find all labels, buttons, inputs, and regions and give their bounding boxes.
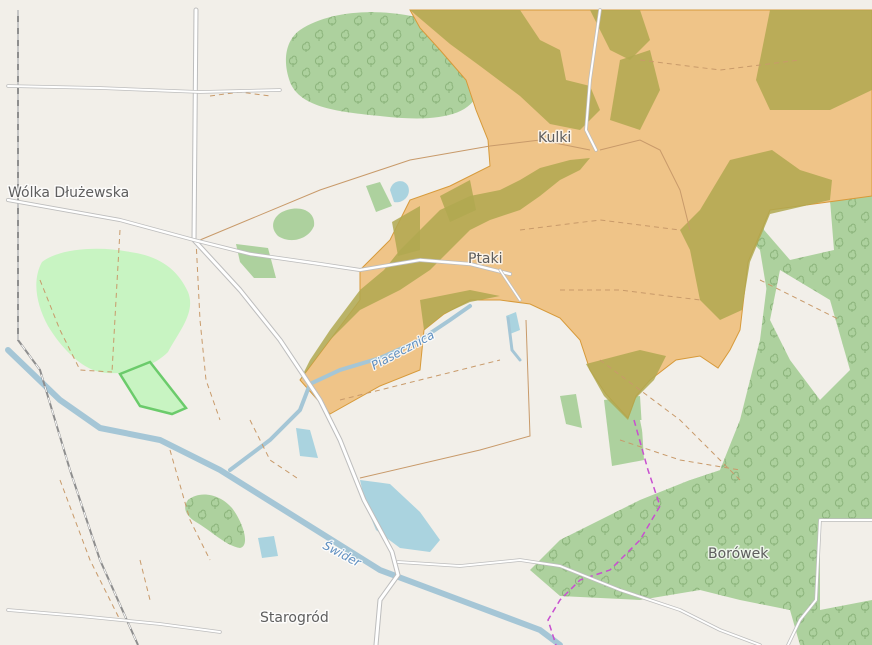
recreation-area xyxy=(118,360,188,416)
roads xyxy=(6,7,872,645)
place-label-starogrod: Starogród xyxy=(260,610,329,626)
field-boundaries xyxy=(199,139,691,479)
place-label-kulki: Kulki xyxy=(538,130,571,146)
forest-clearing xyxy=(640,420,720,480)
rivers xyxy=(5,304,563,645)
place-labels: Wólka Dłużewska Kulki Ptaki Borówek Star… xyxy=(7,129,771,628)
place-label-borowek: Borówek xyxy=(708,546,769,562)
forest-clearing xyxy=(820,520,872,610)
meadow-area xyxy=(36,248,191,374)
tracks xyxy=(39,59,841,621)
forest-clearing xyxy=(770,270,850,400)
water-bodies xyxy=(258,181,520,558)
railway xyxy=(17,10,139,645)
admin-boundary xyxy=(547,419,661,645)
place-label-wolka: Wólka Dłużewska xyxy=(8,185,129,201)
place-label-ptaki: Ptaki xyxy=(468,251,503,267)
woodland-patches xyxy=(300,10,872,420)
